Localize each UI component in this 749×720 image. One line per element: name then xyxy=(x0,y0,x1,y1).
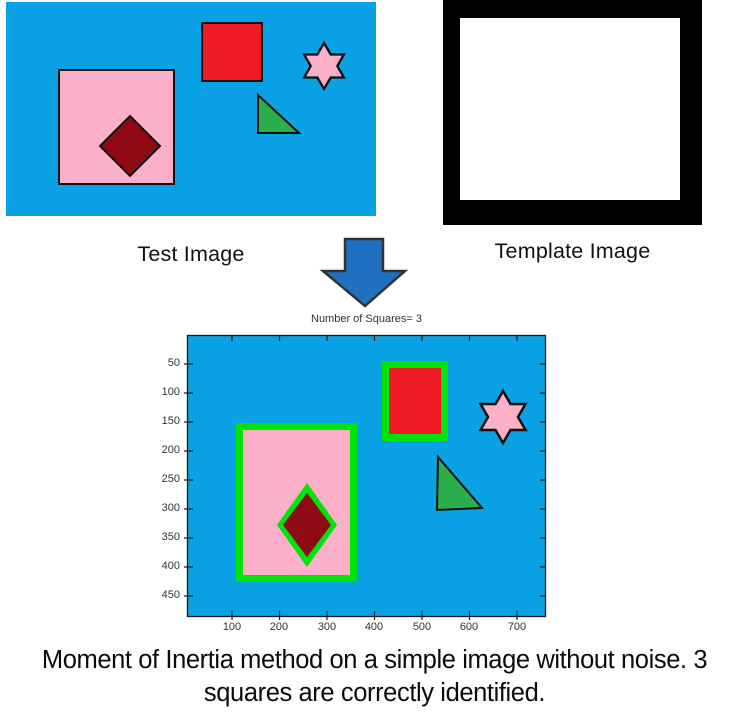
plot-tick-stubs xyxy=(184,363,518,620)
y-tick-label: 300 xyxy=(161,502,180,514)
x-tick-label: 400 xyxy=(364,621,384,633)
detected-square-2-fill xyxy=(389,368,441,434)
x-tick-label: 600 xyxy=(459,621,479,633)
template-image-label: Template Image xyxy=(494,239,651,263)
y-tick-label: 150 xyxy=(161,415,180,427)
result-plot-canvas xyxy=(184,334,547,620)
x-tick-label: 700 xyxy=(507,621,527,633)
y-tick-label: 400 xyxy=(161,560,180,572)
y-tick-label: 250 xyxy=(161,473,180,485)
x-tick-label: 100 xyxy=(222,621,242,633)
y-tick-label: 350 xyxy=(161,531,180,543)
y-tick-label: 200 xyxy=(161,444,180,456)
red-square-shape xyxy=(201,22,263,82)
x-tick-label: 200 xyxy=(269,621,289,633)
plot-axes-box xyxy=(186,334,547,618)
test-image-label: Test Image xyxy=(137,242,245,266)
green-triangle-shape xyxy=(257,92,302,134)
plot-green-triangle-shape xyxy=(435,454,485,512)
template-image xyxy=(443,0,702,225)
test-image xyxy=(6,2,376,216)
x-tick-label: 300 xyxy=(317,621,337,633)
x-tick-label: 500 xyxy=(412,621,432,633)
template-white-square xyxy=(460,18,680,200)
y-tick-label: 100 xyxy=(161,386,180,398)
pink-star-shape xyxy=(302,40,346,92)
down-arrow-icon xyxy=(319,237,409,308)
figure-caption-line2: squares are correctly identified. xyxy=(203,679,546,707)
plot-title: Number of Squares= 3 xyxy=(311,313,422,325)
pink-square-shape xyxy=(58,69,175,185)
y-tick-label: 50 xyxy=(167,357,180,369)
dark-red-diamond-shape xyxy=(98,114,162,178)
figure-caption: Moment of Inertia method on a simple ima… xyxy=(0,644,749,710)
detected-square-3-fill xyxy=(283,493,331,557)
plot-tick-marks xyxy=(188,336,545,616)
y-tick-label: 450 xyxy=(161,589,180,601)
plot-pink-star-shape xyxy=(478,388,528,446)
figure-caption-line1: Moment of Inertia method on a simple ima… xyxy=(41,646,708,674)
